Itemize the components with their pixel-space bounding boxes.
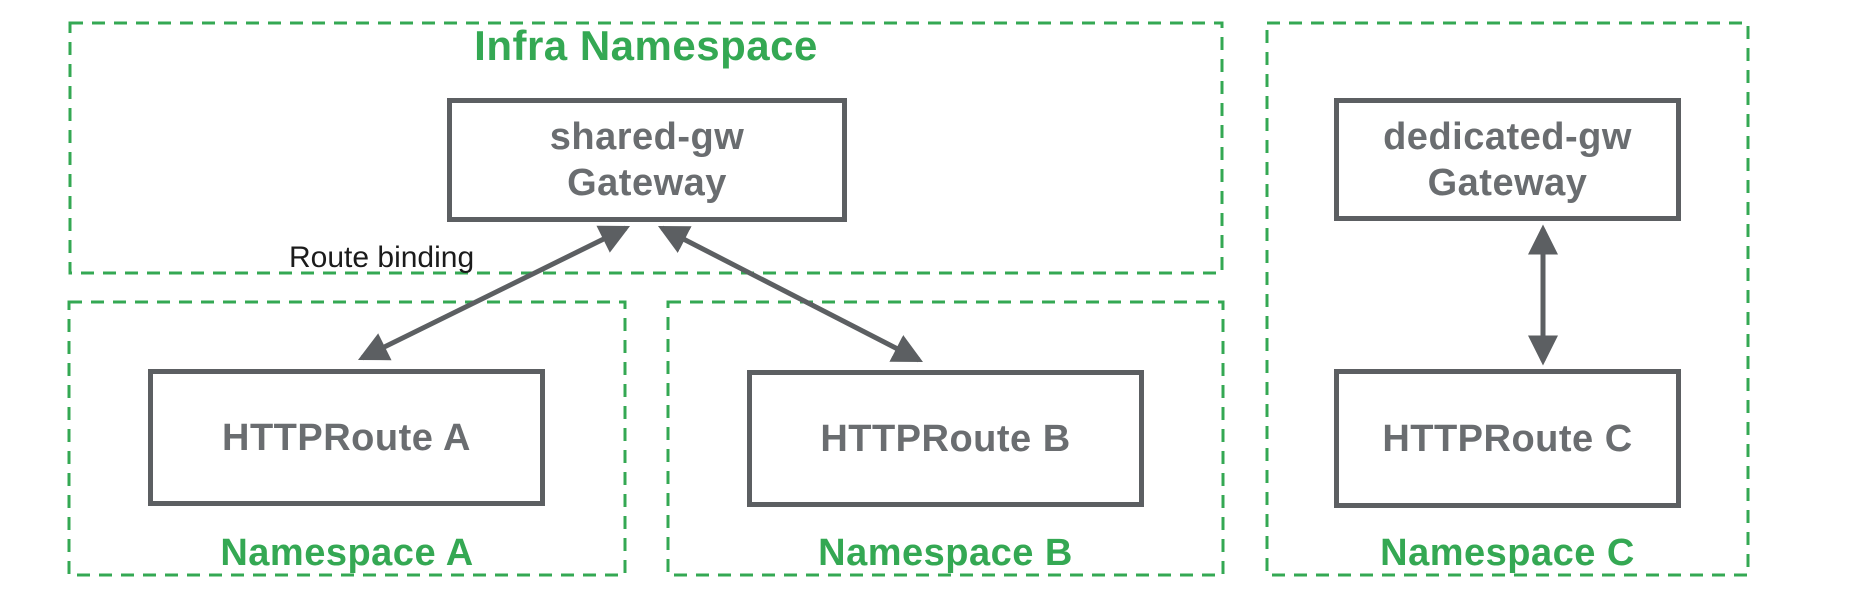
httproute-c-node: HTTPRoute C	[1334, 369, 1681, 508]
dedicated-gw-gateway-node: dedicated-gw Gateway	[1334, 98, 1681, 221]
infra-namespace-title: Infra Namespace	[474, 22, 818, 69]
httproute-b-node: HTTPRoute B	[747, 370, 1144, 507]
shared-gw-gateway-node: shared-gw Gateway	[447, 98, 847, 222]
httproute-c-label: HTTPRoute C	[1382, 417, 1633, 460]
namespace-a-border	[67, 300, 627, 577]
gateway-kind: Gateway	[1427, 161, 1588, 204]
namespace-c-border	[1265, 21, 1750, 577]
gateway-name: dedicated-gw	[1383, 115, 1632, 158]
gateway-name: shared-gw	[549, 116, 745, 158]
namespace-c-title: Namespace C	[1380, 532, 1635, 574]
route-binding-label: Route binding	[289, 241, 475, 274]
httproute-a-node: HTTPRoute A	[148, 369, 545, 506]
route-binding-arrow-a	[357, 225, 631, 361]
httproute-b-label: HTTPRoute B	[820, 417, 1071, 460]
httproute-a-label: HTTPRoute A	[222, 416, 471, 459]
gateway-kind: Gateway	[567, 162, 727, 204]
namespace-b-title: Namespace B	[818, 532, 1073, 574]
infra-namespace-border	[68, 21, 1224, 275]
namespace-a-title: Namespace A	[220, 532, 474, 574]
route-binding-arrow-b	[657, 225, 924, 363]
namespace-b-border	[666, 300, 1225, 577]
